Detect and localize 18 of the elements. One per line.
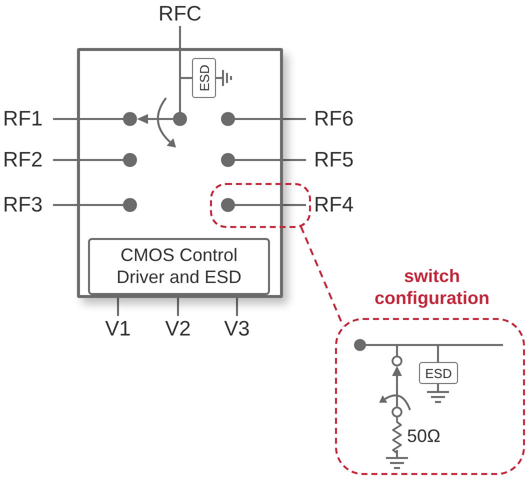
- chip-package: [77, 48, 283, 298]
- value-label: 50Ω: [407, 427, 440, 445]
- callout-heading: switch configuration: [374, 265, 490, 309]
- pin-label: V2: [165, 318, 191, 340]
- leader-line: [300, 226, 344, 327]
- pin-label: V1: [105, 318, 131, 340]
- esd-block: ESD: [192, 58, 216, 98]
- control-block: CMOS Control Driver and ESD: [88, 238, 270, 295]
- pin-label: RF3: [3, 194, 43, 216]
- pin-label: V3: [224, 318, 250, 340]
- pin-label: RF2: [3, 150, 43, 170]
- pin-label: RF6: [314, 108, 354, 130]
- pin-label: RF5: [314, 150, 354, 170]
- pin-label: RF1: [3, 108, 43, 130]
- pin-label: RF4: [314, 194, 354, 216]
- pin-label: RFC: [158, 4, 202, 24]
- dashed-highlight: [210, 183, 311, 228]
- esd-block: ESD: [419, 362, 458, 384]
